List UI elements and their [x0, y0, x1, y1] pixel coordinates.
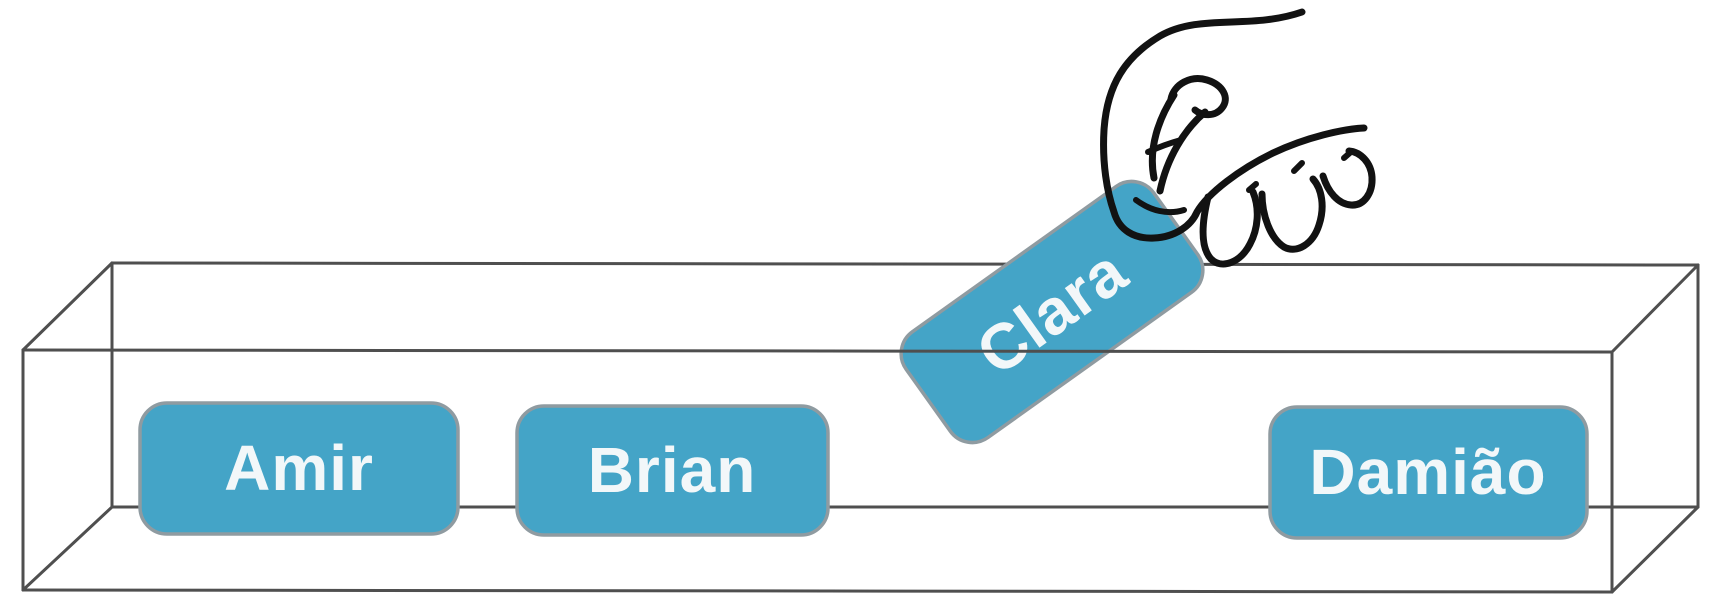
- thumb-knuckle-crossbar: [1145, 137, 1184, 155]
- finger-separation-tick-1: [1246, 181, 1259, 193]
- name-tag-damiao-background: [1268, 405, 1589, 540]
- box-front-top-edge: [21, 348, 1614, 354]
- finger-separation-tick-3: [1341, 148, 1355, 161]
- index-fingertip-nail-line: [1133, 197, 1187, 216]
- thumb-inner-edge: [1156, 108, 1209, 195]
- box-bottom-right-connector: [1610, 505, 1700, 594]
- name-tag-list: Amir Brian Damião: [138, 401, 1589, 540]
- name-tag-amir-label: Amir: [224, 432, 374, 504]
- name-tag-damiao[interactable]: Damião: [1268, 405, 1589, 540]
- name-tag-clara-background: [899, 179, 1205, 445]
- curled-pinky-finger: [1319, 147, 1376, 209]
- thumb-tip-loop: [1167, 75, 1229, 119]
- name-tag-damiao-label: Damião: [1309, 436, 1546, 508]
- hand-outline-and-index-finger: [1100, 8, 1368, 242]
- name-tag-brian-label: Brian: [588, 434, 757, 506]
- name-tag-clara[interactable]: Clara: [891, 171, 1214, 453]
- name-tag-amir-background: [138, 401, 460, 536]
- name-tag-brian[interactable]: Brian: [515, 404, 830, 537]
- finger-separation-tick-2: [1291, 160, 1305, 174]
- name-tag-brian-background: [515, 404, 830, 537]
- box-bottom-left-connector: [21, 505, 114, 592]
- curled-middle-finger: [1199, 188, 1261, 268]
- hand-illustration: [1100, 8, 1376, 268]
- box-top-left-connector: [21, 261, 114, 352]
- box-front-bottom-edge: [21, 588, 1614, 594]
- box-back-top-edge: [110, 261, 1700, 267]
- name-tag-amir[interactable]: Amir: [138, 401, 460, 536]
- curled-ring-finger: [1258, 175, 1326, 253]
- box-top-right-connector: [1610, 263, 1700, 354]
